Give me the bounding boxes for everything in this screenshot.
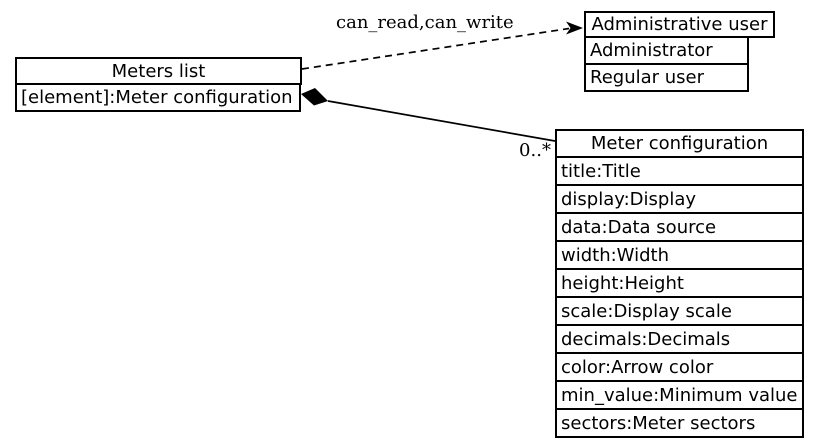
administrative-user-title: Administrative user	[584, 11, 775, 38]
meter-configuration-attribute: width:Width	[555, 240, 804, 270]
administrative-user-attribute: Regular user	[584, 63, 749, 92]
meter-configuration-title: Meter configuration	[555, 129, 804, 158]
permission-dashed-line	[301, 27, 570, 70]
meter-configuration-attribute: height:Height	[555, 268, 804, 298]
meter-configuration-attribute: min_value:Minimum value	[555, 380, 804, 410]
meter-configuration-attribute: title:Title	[555, 156, 804, 186]
multiplicity-label: 0..*	[519, 140, 551, 161]
arrowhead-icon	[566, 21, 583, 35]
meter-configuration-attribute: scale:Display scale	[555, 296, 804, 326]
meter-configuration-attribute: color:Arrow color	[555, 352, 804, 382]
composition-diamond-icon	[301, 88, 328, 106]
permission-edge-label: can_read,can_write	[336, 12, 514, 33]
meter-configuration-attribute: sectors:Meter sectors	[555, 408, 804, 438]
meter-configuration-attribute: decimals:Decimals	[555, 324, 804, 354]
meters-list-attribute: [element]:Meter configuration	[15, 83, 301, 112]
meter-configuration-attribute: data:Data source	[555, 212, 804, 242]
meter-configuration-attribute: display:Display	[555, 184, 804, 214]
meters-list-title: Meters list	[15, 57, 302, 85]
composition-solid-line	[327, 100, 556, 142]
administrative-user-attribute: Administrator	[584, 36, 749, 65]
